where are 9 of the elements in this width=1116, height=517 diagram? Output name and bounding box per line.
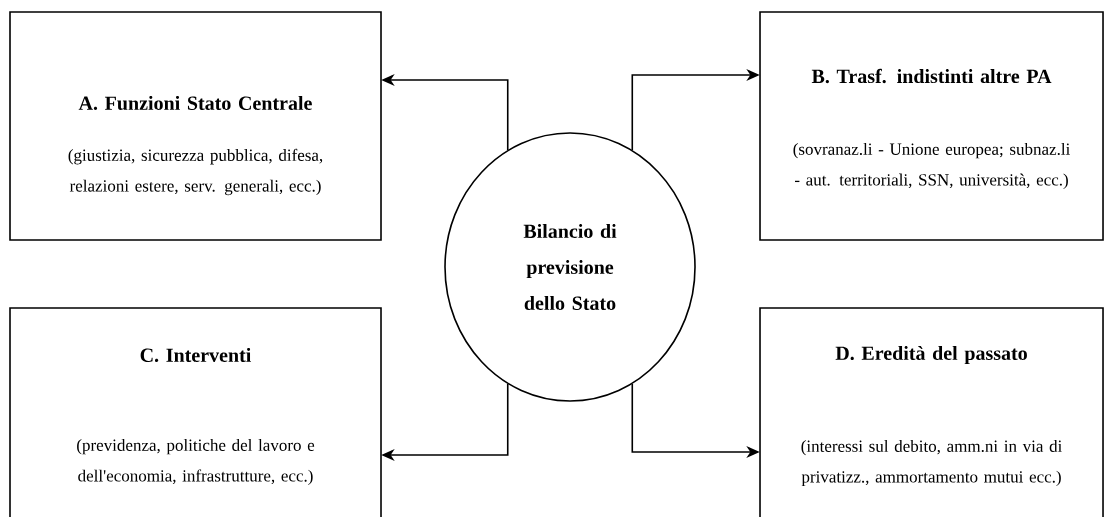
box-heading: D. Eredità del passato: [835, 345, 1027, 365]
box-heading: B. Trasf. indistinti altre PA: [811, 68, 1052, 84]
box-heading: C. Interventi: [140, 347, 251, 363]
box-description: (previdenza, politiche del lavoro e dell'economia, infrastrutture, ecc.): [77, 438, 315, 486]
box-description: (giustizia, sicurezza pubblica, difesa, relazioni estere, serv. generali, ecc.): [68, 148, 323, 196]
ellipse-label: Bilancio di previsione dello Stato: [523, 223, 617, 311]
box-description: (interessi sul debito, amm.ni in via di privatizz., ammortamento mutui ecc.): [801, 439, 1062, 487]
box-description: (sovranaz.li - Unione europea; subnaz.li - aut. territoriali, SSN, università, ecc.): [793, 142, 1070, 190]
box-heading: A. Funzioni Stato Centrale: [78, 95, 312, 111]
